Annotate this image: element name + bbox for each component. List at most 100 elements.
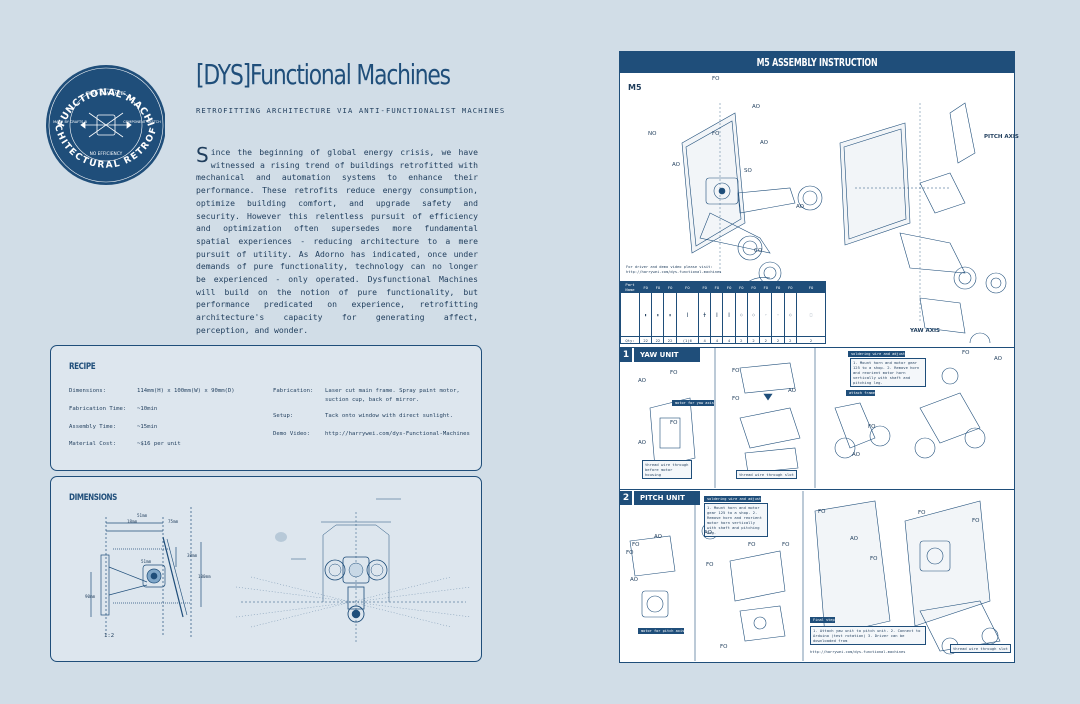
recipe-fabrication-label: Fabrication: [273,388,314,394]
note-final-steps: 1. Attach yaw unit to pitch unit. 2. Con… [810,626,926,645]
dim-label-18mm: 18mm [127,519,138,524]
callout-ao-2: AO [760,140,768,146]
callout-fo-p3: FO [706,562,714,568]
recipe-fab-time-value: ~10min [137,406,158,412]
side-view-drawing [90,507,202,637]
parts-qty-7: 4 [722,336,736,344]
final-url[interactable]: http://harrywei.com/dys-functional-machi… [810,650,906,654]
dim-label-75mm: 75mm [168,519,179,524]
dysfunctional-machines-badge: DYSFUNCTIONAL MACHINES ARCHITECTURAL RET… [45,55,165,185]
recipe-dimensions-label: Dimensions: [69,388,107,394]
callout-ao-p3: AO [630,577,638,583]
parts-col-9: FO [746,281,761,293]
parts-col-13: FO [796,281,826,293]
callout-fo-p10: FO [972,518,980,524]
section-1-label: YAW UNIT [634,348,700,362]
drop-cap: S [196,143,209,167]
callout-ao-y2: AO [638,440,646,446]
dimensions-title: DIMENSIONS [69,493,117,503]
dim-label-38mm: 38mm [187,553,198,558]
parts-col-10: FO [759,281,773,293]
note-soldering-2: soldering wire and adjust [704,496,762,502]
note-motor-for-yaw: motor for yaw axis [672,400,714,406]
callout-fo-y1: FO [670,370,678,376]
parts-col-6: FO [710,281,724,293]
parts-col-12: FO [783,281,798,293]
callout-fo-2: FO [712,131,720,137]
parts-qty-9: 2 [746,336,761,344]
recipe-setup-value: Tack onto window with direct sunlight. [325,413,453,419]
parts-col-8: FO [734,281,748,293]
parts-col-4: FO [675,281,699,293]
parts-table: Part Name FO FO FO FO FO FO FO FO FO FO … [620,281,826,344]
badge-zero-guarantee: ZERO GUARANTEE [86,91,126,97]
assembly-sheet: M5 ASSEMBLY INSTRUCTION M5 PITCH AXIS YA… [619,51,1019,663]
page-subtitle: RETROFITTING ARCHITECTURE VIA ANTI-FUNCT… [196,106,506,115]
note-thread-wire-end: thread wire through slot [950,644,1011,653]
callout-fo-p8: FO [870,556,878,562]
parts-col-5: FO [697,281,712,293]
parts-qty-5: 4 [697,336,712,344]
recipe-assembly-time-value: ~15min [137,424,158,430]
note-thread-frame: thread wire through slot [736,470,797,479]
intro-text: ince the beginning of global energy cris… [196,147,478,335]
section-2-number: 2 [620,491,632,505]
callout-ao-4: AO [796,204,804,210]
callout-no-1: NO [648,131,657,137]
callout-co-1: CO [754,248,763,254]
front-view-drawing [235,498,472,642]
callout-ao-y5: AO [852,452,860,458]
parts-qty-6: 4 [710,336,724,344]
recipe-fabrication-value-2: suction cup, back of mirror. [325,397,420,403]
parts-qty-8: 2 [734,336,748,344]
callout-fo-p4: FO [748,542,756,548]
badge-left: MADE BY CRAFTS B [53,120,87,124]
parts-col-11: FO [771,281,785,293]
recipe-assembly-time-label: Assembly Time: [69,424,117,430]
note-soldering: soldering wire and adjust [848,351,906,357]
note-solder-steps-2: 1. Mount horn and motor gear 125 to a sh… [704,503,768,537]
parts-qty-11: 2 [771,336,785,344]
callout-ao-y3: AO [788,388,796,394]
callout-fo-y5: FO [962,350,970,356]
badge-no-efficiency: NO EFFICIENCY [90,151,123,157]
badge-machine-icon [80,112,132,138]
recipe-demo-link[interactable]: http://harrywei.com/dys-Functional-Machi… [325,431,470,437]
parts-col-3: FO [663,281,677,293]
parts-qty-13: 2 [796,336,826,344]
pitch-unit-drawing [629,491,1001,661]
callout-fo-y4: FO [732,396,740,402]
recipe-title: RECIPE [69,362,96,372]
dim-label-100mm: 100mm [198,574,211,579]
parts-qty-12: 2 [783,336,798,344]
arduino-note: For driver and demo video please visit: [626,265,713,269]
pitch-axis-label: PITCH AXIS [984,134,1019,140]
note-final-step: Final step [810,617,835,623]
parts-col-2: FO [651,281,665,293]
parts-qty-1: 22 [638,336,653,344]
parts-header: Part Name [620,281,640,293]
recipe-material-cost-value: ~$16 per unit [137,441,181,447]
model-label: M5 [628,83,642,92]
callout-ao-3: AO [672,162,680,168]
section-2-label: PITCH UNIT [634,491,700,505]
badge-right: COMPONENT SKETCH [123,120,161,124]
note-solder-steps: 1. Mount horn and motor gear 125 to a sh… [850,358,926,387]
recipe-fabrication-value: Laser cut main frame. Spray paint motor, [325,388,460,394]
dim-label-51mm: 51mm [137,513,148,518]
callout-fo-p6: FO [720,644,728,650]
yaw-axis-label: YAW AXIS [910,328,940,334]
dimensions-card: DIMENSIONS [50,476,482,662]
callout-fo-p2: FO [626,550,634,556]
callout-ao-y4: AO [994,356,1002,362]
parts-qty-10: 2 [759,336,773,344]
dimension-drawings [90,498,472,642]
parts-qty-4: (1)6 [675,336,699,344]
parts-col-1: FO [638,281,653,293]
callout-fo-1: FO [712,76,720,82]
recipe-card: RECIPE Dimensions: 114mm(H) x 100mm(W) x… [50,345,482,471]
arduino-url[interactable]: http://harrywei.com/dys-functional-machi… [626,270,722,274]
callout-fo-y3: FO [732,368,740,374]
